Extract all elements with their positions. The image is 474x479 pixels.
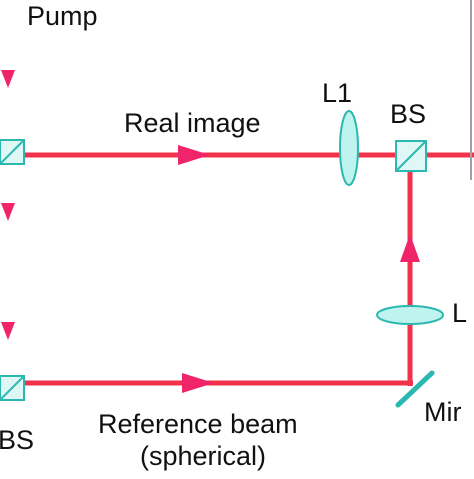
upward-beam-arrow [400, 234, 420, 262]
mirror-label: Mir [424, 397, 462, 427]
real-image-label: Real image [124, 108, 261, 138]
beam-splitter-right [395, 140, 427, 172]
direction-arrows [1, 70, 420, 393]
reference-beam-arrow [182, 373, 214, 393]
l1-label: L1 [322, 78, 353, 108]
pump-arrow-lower [1, 322, 15, 340]
beam-splitter-left-top [0, 139, 25, 165]
pump-arrow-top [1, 70, 15, 88]
beam-paths [5, 0, 474, 386]
l-right-label: L [452, 298, 468, 328]
pump-label: Pump [27, 1, 98, 31]
real-image-arrow [178, 145, 210, 165]
pump-arrow-middle [1, 203, 15, 221]
beam-splitter-left-bottom [0, 375, 25, 401]
lens-l1 [339, 110, 359, 186]
mirror [395, 370, 435, 408]
lens-l-right [376, 305, 444, 325]
reference-beam-label: Reference beam [98, 409, 298, 439]
spherical-label: (spherical) [140, 441, 267, 471]
bs-left-label: BS [0, 425, 35, 455]
bs-right-label: BS [390, 99, 427, 129]
